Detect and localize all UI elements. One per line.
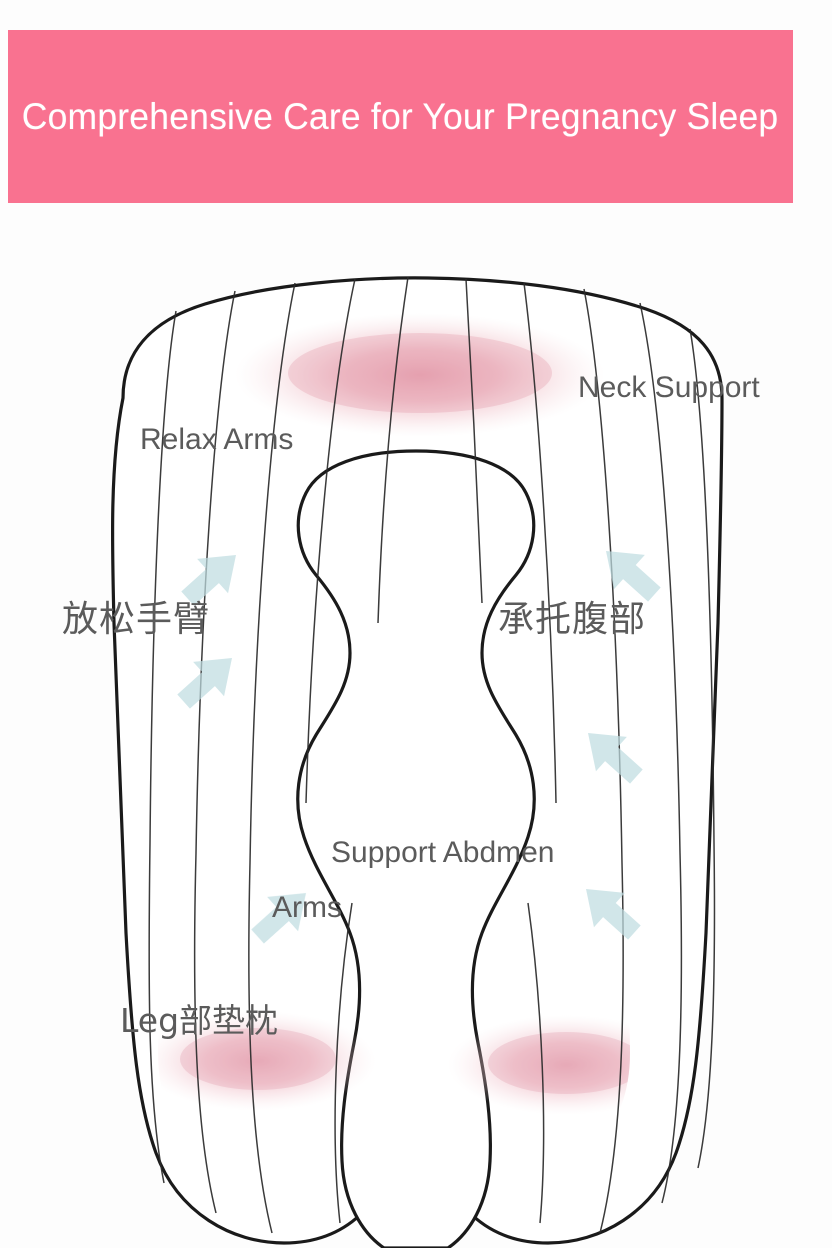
seam-line: [639, 302, 683, 1204]
seam-line: [334, 902, 353, 1224]
pillow-illustration: [0, 203, 832, 1248]
right-leg-heat-zone-core: [488, 1032, 630, 1094]
arrow-left-upper: [181, 555, 236, 606]
left-leg-heat-zone-core: [180, 1028, 336, 1090]
seam-line: [193, 290, 236, 1214]
label-support-abdomen: Support Abdmen: [331, 836, 555, 869]
pillow-seam-lines: [148, 276, 716, 1234]
arrow-right-lower: [588, 733, 643, 784]
label-support-abdomen-cn: 承托腹部: [498, 599, 647, 640]
arrow-right-bottom: [586, 889, 641, 940]
seam-line: [465, 278, 483, 604]
seam-line: [689, 328, 716, 1169]
header-banner: Comprehensive Care for Your Pregnancy Sl…: [8, 30, 793, 203]
label-leg-pillow: Leg部垫枕: [120, 1001, 279, 1040]
arrow-left-bottom: [251, 893, 306, 944]
label-relax-arms-cn: 放松手臂: [62, 599, 211, 640]
seam-line: [527, 902, 545, 1224]
label-arms: Arms: [272, 891, 342, 924]
seam-line: [148, 310, 177, 1184]
arrow-right-upper: [606, 551, 661, 602]
label-neck-support: Neck Support: [578, 371, 760, 404]
seam-line: [377, 276, 409, 624]
neck-heat-zone-core: [288, 333, 552, 413]
airflow-arrow-group: [177, 551, 661, 944]
seam-line: [305, 278, 356, 804]
label-relax-arms: Relax Arms: [140, 423, 294, 456]
right-leg-heat-zone: [448, 1015, 630, 1115]
seam-line: [248, 282, 296, 1234]
seam-line: [583, 288, 624, 1234]
seam-line: [523, 282, 557, 804]
page-title: Comprehensive Care for Your Pregnancy Sl…: [22, 95, 779, 137]
neck-heat-zone: [235, 313, 605, 437]
arrow-left-lower: [177, 658, 232, 709]
heat-zone-group: [158, 313, 630, 1115]
